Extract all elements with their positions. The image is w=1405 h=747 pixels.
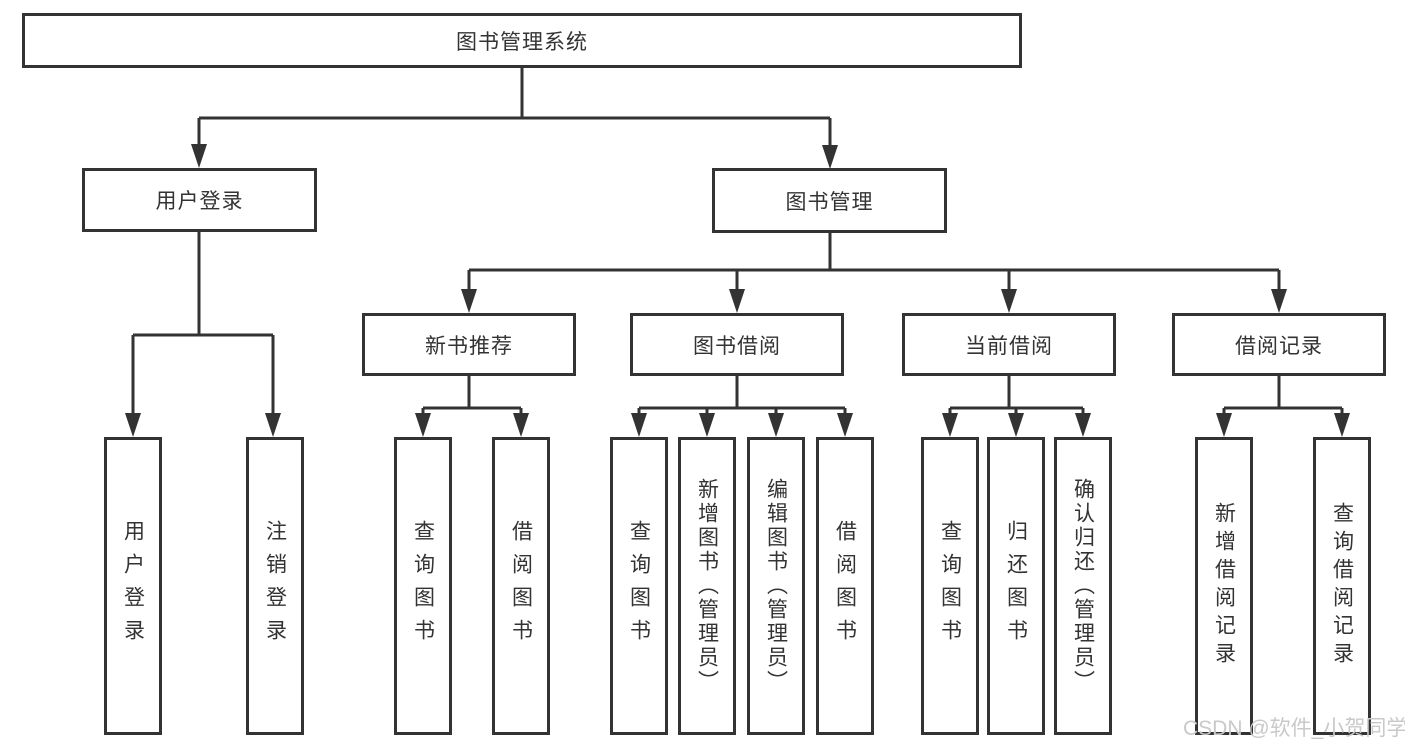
leaf-return-books: 归还图书	[987, 437, 1045, 735]
node-user-login: 用户登录	[82, 168, 317, 232]
leaf-logout: 注销登录	[246, 437, 304, 735]
leaf-borrow-books: 借阅图书	[816, 437, 874, 735]
csdn-watermark: CSDN @软件_小贺同学	[1183, 717, 1405, 740]
leaf-add-books-admin: 新增图书（管理员）	[678, 437, 736, 735]
leaf-add-borrow-record: 新增借阅记录	[1195, 437, 1253, 735]
node-root: 图书管理系统	[22, 13, 1022, 68]
leaf-query-books-borrow: 查询图书	[610, 437, 668, 735]
node-current-borrow: 当前借阅	[902, 313, 1116, 376]
node-borrow-record: 借阅记录	[1172, 313, 1386, 376]
leaf-query-borrow-record: 查询借阅记录	[1313, 437, 1371, 735]
leaf-borrow-books-recommend: 借阅图书	[492, 437, 550, 735]
leaf-edit-books-admin: 编辑图书（管理员）	[747, 437, 805, 735]
node-new-book-recommend: 新书推荐	[362, 313, 576, 376]
leaf-query-books-current: 查询图书	[921, 437, 979, 735]
node-book-borrow: 图书借阅	[630, 313, 844, 376]
leaf-confirm-return-admin: 确认归还（管理员）	[1054, 437, 1112, 735]
leaf-user-login: 用户登录	[104, 437, 162, 735]
leaf-query-books-recommend: 查询图书	[394, 437, 452, 735]
node-book-management: 图书管理	[712, 168, 947, 233]
